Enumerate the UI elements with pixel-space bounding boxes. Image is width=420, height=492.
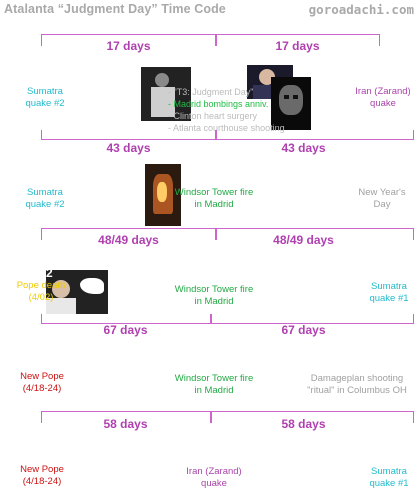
event-label: Windsor Tower fire in Madrid — [174, 187, 254, 210]
site-name[interactable]: goroadachi.com — [308, 2, 414, 17]
event-list: "T3: Judgment Day" Madrid bombings anniv… — [168, 86, 298, 134]
span-bracket-left — [41, 411, 211, 423]
list-item: Madrid bombings anniv. — [168, 98, 298, 110]
span-label-right: 48/49 days — [273, 233, 334, 247]
span-bracket-right — [216, 130, 414, 140]
page-title: Atalanta “Judgment Day” Time Code — [4, 2, 226, 16]
event-label: Damageplan shooting "ritual" in Columbus… — [307, 373, 407, 396]
event-label: Sumatra quake #1 — [369, 466, 409, 489]
photo-windsor-fire — [145, 164, 181, 226]
span-bracket-right — [211, 411, 414, 423]
span-bracket-right — [216, 34, 380, 46]
event-label: Sumatra quake #2 — [25, 187, 65, 210]
event-label: Pope death (4/02) — [16, 280, 66, 303]
span-label-left: 43 days — [106, 141, 151, 155]
span-label-right: 67 days — [281, 323, 326, 337]
span-bracket-left — [41, 130, 216, 140]
span-label-right: 58 days — [281, 417, 326, 431]
photo-pope-dove — [46, 270, 108, 314]
event-label: Iran (Zarand) quake — [186, 466, 242, 489]
span-bracket-left — [41, 34, 216, 46]
event-label: Windsor Tower fire in Madrid — [174, 373, 254, 396]
event-label: Sumatra quake #2 — [25, 86, 65, 109]
span-bracket-left — [41, 314, 211, 324]
list-item: Atlanta courthouse shooting — [168, 122, 298, 134]
span-label-left: 17 days — [106, 39, 151, 53]
span-label-right: 43 days — [281, 141, 326, 155]
pope-badge: 2 — [46, 266, 53, 280]
event-label: Iran (Zarand) quake — [355, 86, 411, 109]
event-label: New Year's Day — [358, 187, 406, 210]
list-item: "T3: Judgment Day" — [168, 86, 298, 98]
span-label-right: 17 days — [275, 39, 320, 53]
span-bracket-left — [41, 228, 216, 240]
event-label: New Pope (4/18-24) — [20, 464, 64, 487]
event-label: New Pope (4/18-24) — [20, 371, 64, 394]
event-label: Sumatra quake #1 — [369, 281, 409, 304]
span-label-left: 48/49 days — [98, 233, 159, 247]
span-label-left: 67 days — [103, 323, 148, 337]
event-label: Windsor Tower fire in Madrid — [174, 284, 254, 307]
span-bracket-right — [211, 314, 414, 324]
list-item: Clinton heart surgery — [168, 110, 298, 122]
span-label-left: 58 days — [103, 417, 148, 431]
span-bracket-right — [216, 228, 414, 240]
